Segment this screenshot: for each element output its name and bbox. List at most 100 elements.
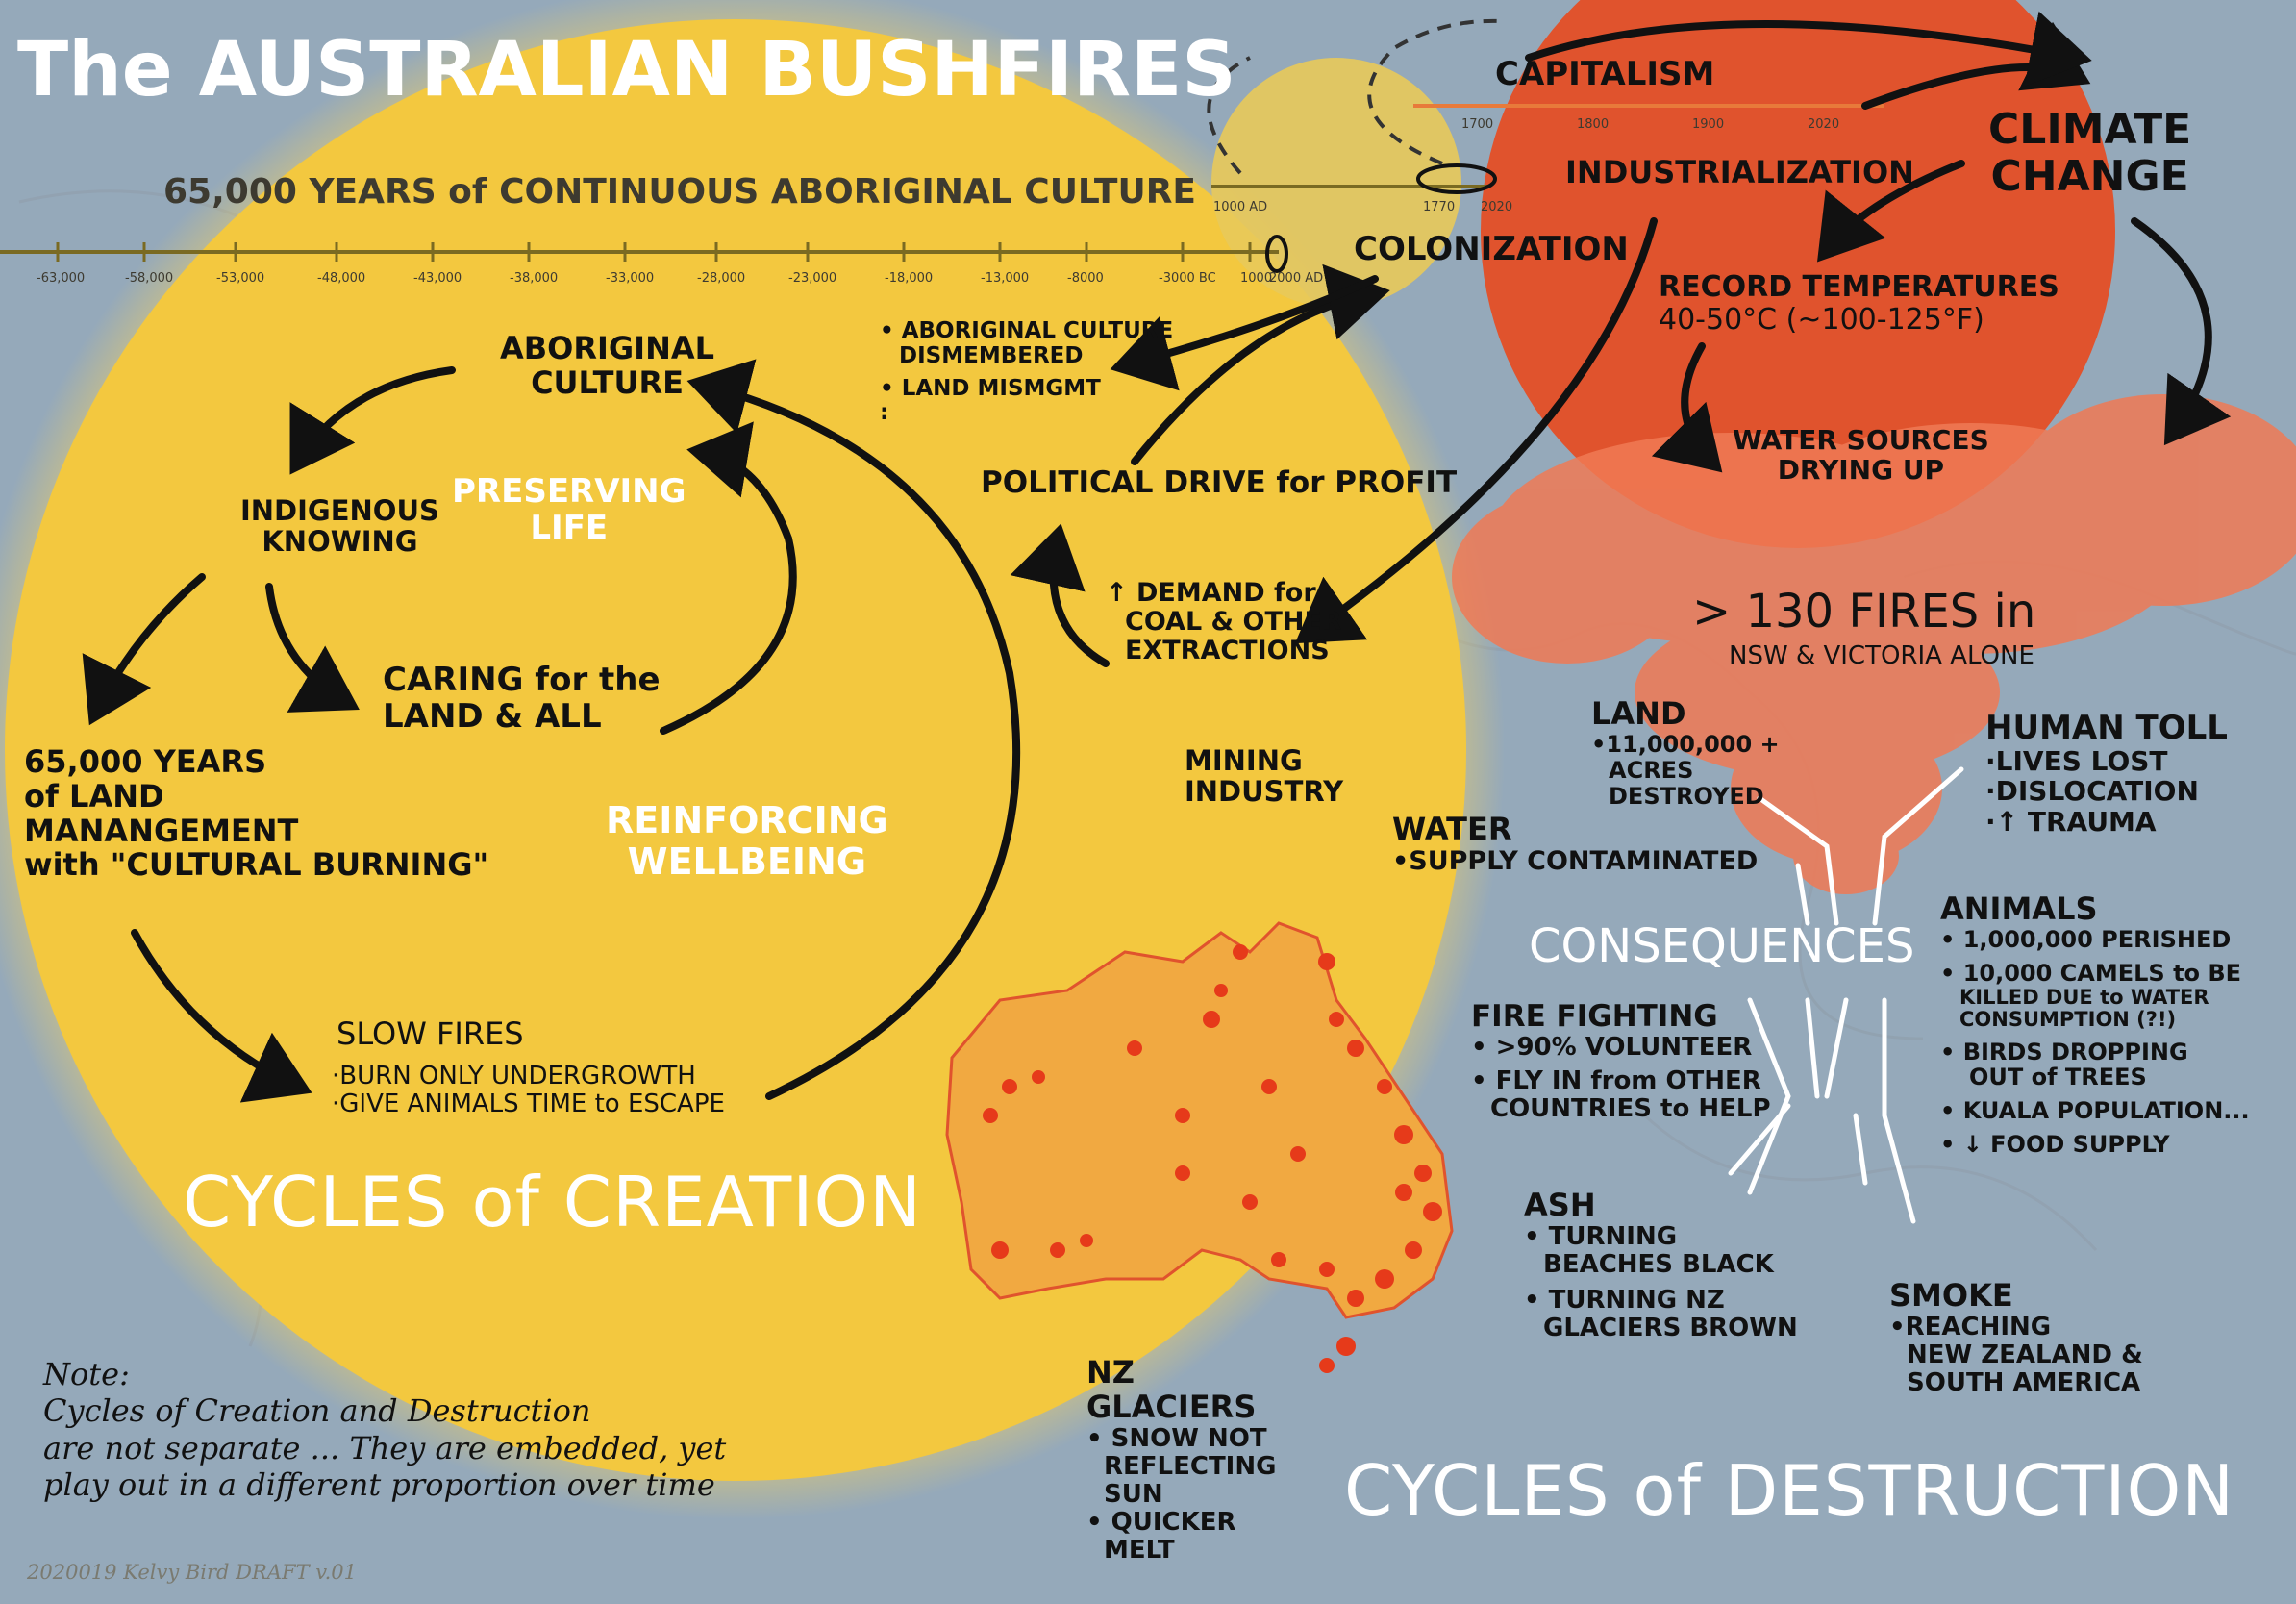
list-item: • ↓ FOOD SUPPLY — [1940, 1131, 2170, 1159]
consequence-lines — [1728, 766, 1964, 1224]
list-item: ·DISLOCATION — [1985, 775, 2199, 808]
australia-map — [945, 921, 1454, 1319]
ash-consequence: ASH • TURNING BEACHES BLACK • TURNING NZ… — [1524, 1188, 1798, 1343]
list-item: CONSUMPTION (?!) — [1959, 1008, 2177, 1032]
indigenous-knowing-node: INDIGENOUS KNOWING — [240, 495, 439, 558]
list-item: ·BURN ONLY UNDERGROWTH — [332, 1062, 696, 1090]
zoom-tick-1770: 1770 — [1423, 200, 1456, 214]
list-item: • ABORIGINAL CULTURE — [880, 318, 1174, 343]
capitalism-label: CAPITALISM — [1495, 55, 1715, 93]
text-line: WATER — [1392, 811, 1512, 847]
text-line: ANIMALS — [1940, 890, 2098, 927]
fires-region-label: NSW & VICTORIA ALONE — [1729, 641, 2034, 670]
list-item: DESTROYED — [1609, 782, 1764, 810]
colonization-marker — [1265, 235, 1288, 273]
colonization-label: COLONIZATION — [1354, 230, 1629, 268]
text-line: CARING for the — [383, 661, 661, 699]
text-line: ↑ DEMAND for — [1106, 578, 1316, 608]
list-item: ACRES — [1609, 756, 1694, 784]
list-item: SOUTH AMERICA — [1907, 1368, 2141, 1398]
text-line: REINFORCING — [606, 799, 888, 841]
text-line: DRYING UP — [1777, 454, 1945, 487]
note-line: are not separate ... They are embedded, … — [43, 1429, 727, 1466]
colonization-glow — [1211, 58, 1461, 308]
water-consequence: WATER •SUPPLY CONTAMINATED — [1392, 811, 1759, 876]
list-item: ·LIVES LOST — [1985, 745, 2168, 778]
industrialization-label: INDUSTRIALIZATION — [1565, 154, 1914, 190]
text-line: MINING — [1185, 744, 1303, 777]
timeline-tick: -58,000 — [125, 271, 174, 286]
text-line: PRESERVING — [452, 472, 686, 511]
list-item: • TURNING — [1524, 1221, 1678, 1251]
text-line: WELLBEING — [627, 840, 867, 883]
timeline-tick: -23,000 — [788, 271, 837, 286]
list-item: • 1,000,000 PERISHED — [1940, 925, 2232, 953]
timeline-tick: -33,000 — [606, 271, 655, 286]
timeline-tick: -63,000 — [37, 271, 86, 286]
industrialization-marker — [1416, 163, 1497, 194]
list-item: • KUALA POPULATION... — [1940, 1097, 2250, 1125]
timeline-line — [0, 104, 1884, 254]
text-line: 65,000 YEARS — [24, 743, 267, 780]
timeline-tick: -43,000 — [413, 271, 462, 286]
zoom-tick-1000ad: 1000 AD — [1213, 200, 1268, 214]
list-item: KILLED DUE to WATER — [1959, 985, 2209, 1009]
smoke-cloud — [1452, 394, 2296, 894]
list-item: • >90% VOLUNTEER — [1471, 1032, 1753, 1062]
list-item: MELT — [1104, 1536, 1175, 1566]
nz-glaciers-consequence: NZ GLACIERS • SNOW NOT REFLECTING SUN • … — [1086, 1355, 1276, 1566]
slow-fires-title: SLOW FIRES — [337, 1015, 524, 1052]
list-item: • TURNING NZ — [1524, 1286, 1725, 1316]
record-temperatures-label: RECORD TEMPERATURES 40-50°C (~100-125°F) — [1659, 271, 2059, 336]
capitalism-tick-1900: 1900 — [1692, 117, 1725, 132]
list-item: GLACIERS BROWN — [1543, 1314, 1798, 1343]
animals-consequence: ANIMALS • 1,000,000 PERISHED • 10,000 CA… — [1940, 890, 2250, 1159]
timeline-label: 65,000 YEARS of CONTINUOUS ABORIGINAL CU… — [163, 172, 1197, 212]
text-line: RECORD TEMPERATURES — [1659, 270, 2059, 304]
political-drive-label: POLITICAL DRIVE for PROFIT — [981, 465, 1458, 500]
list-item: COUNTRIES to HELP — [1490, 1093, 1771, 1123]
human-toll-consequence: HUMAN TOLL ·LIVES LOST ·DISLOCATION ·↑ T… — [1985, 710, 2228, 837]
text-line: LAND — [1591, 695, 1686, 732]
water-sources-label: WATER SOURCES DRYING UP — [1733, 425, 1989, 486]
timeline-tick: -38,000 — [510, 271, 559, 286]
text-line: MANANGEMENT — [24, 812, 299, 849]
capitalism-tick-1700: 1700 — [1461, 117, 1494, 132]
timeline-tick: -18,000 — [885, 271, 934, 286]
list-item: ·↑ TRAUMA — [1985, 805, 2157, 838]
list-item: • SNOW NOT — [1086, 1423, 1267, 1453]
text-line: HUMAN TOLL — [1985, 709, 2228, 747]
colonization-effects-list: • ABORIGINAL CULTURE DISMEMBERED • LAND … — [880, 318, 1174, 426]
text-line: CLIMATE — [1988, 105, 2192, 154]
list-item: •SUPPLY CONTAMINATED — [1392, 845, 1759, 876]
timeline-ticks — [56, 242, 1252, 262]
text-line: WATER SOURCES — [1733, 424, 1989, 456]
list-item: •11,000,000 + — [1591, 730, 1780, 758]
climate-sun — [1481, 0, 2115, 548]
text-line: LAND & ALL — [383, 697, 602, 737]
text-line: ABORIGINAL — [500, 330, 715, 366]
note-line: play out in a different proportion over … — [43, 1466, 715, 1504]
list-item: • LAND MISMGMT — [880, 375, 1101, 401]
text-line: SMOKE — [1889, 1277, 2013, 1314]
timeline-tick: -13,000 — [981, 271, 1030, 286]
timeline-tick: -28,000 — [697, 271, 746, 286]
text-line: COAL & OTHER — [1125, 607, 1342, 638]
list-item: • BIRDS DROPPING — [1940, 1038, 2188, 1065]
reinforcing-wellbeing-label: REINFORCING WELLBEING — [606, 800, 888, 882]
list-item: NEW ZEALAND & — [1907, 1340, 2143, 1369]
list-item: SUN — [1104, 1479, 1163, 1509]
note-heading: Note: — [43, 1356, 130, 1392]
list-item: • 10,000 CAMELS to BE — [1940, 959, 2242, 987]
text-line: GLACIERS — [1086, 1388, 1257, 1425]
list-item: BEACHES BLACK — [1543, 1249, 1774, 1279]
demand-label: ↑ DEMAND for COAL & OTHER EXTRACTIONS — [1106, 578, 1342, 666]
list-item: • FLY IN from OTHER — [1471, 1065, 1761, 1095]
timeline-tick: -53,000 — [216, 271, 265, 286]
aboriginal-culture-node: ABORIGINAL CULTURE — [500, 330, 715, 401]
text-line: KNOWING — [262, 525, 418, 559]
dashed-loop-arrow — [1207, 18, 1501, 175]
timeline-tick: -3000 BC — [1159, 271, 1216, 286]
list-item: OUT of TREES — [1969, 1064, 2147, 1091]
flow-arrows — [82, 11, 2232, 1103]
